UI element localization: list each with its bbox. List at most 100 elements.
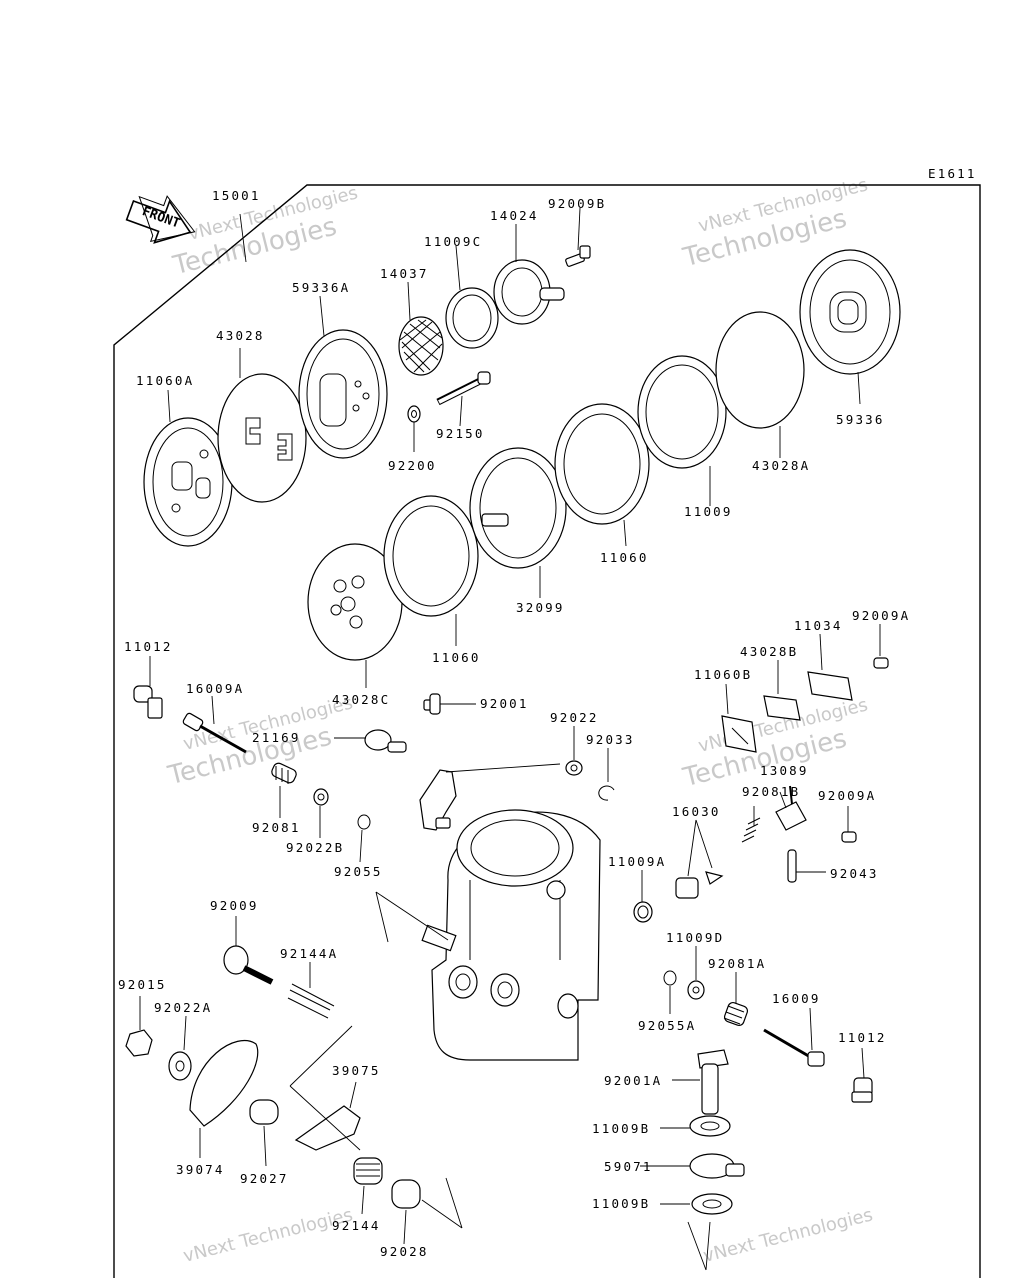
choke-lever-21169: [364, 729, 457, 831]
part-number-label: 11009: [684, 504, 733, 519]
part-number-label: 59336: [836, 412, 885, 427]
part-number-label: 43028: [216, 328, 265, 343]
part-number-label: 43028B: [740, 644, 798, 659]
part-number-label: 16030: [672, 804, 721, 819]
screw-92001: [423, 693, 441, 715]
washer-92022: [565, 760, 583, 776]
part-number-label: 43028A: [752, 458, 810, 473]
part-number-label: 92022A: [154, 1000, 212, 1015]
part-number-label: 92009A: [852, 608, 910, 623]
leader-lines: [139, 207, 881, 1271]
plate-59336a: [298, 329, 388, 459]
gasket-11009c: [445, 287, 499, 349]
chamber-32099: [469, 447, 567, 569]
part-number-label: 16009A: [186, 681, 244, 696]
gasket-43028a: [715, 311, 805, 429]
banjo-bolt-92001a: [697, 1049, 729, 1115]
ring-11009a: [633, 901, 653, 923]
diagram-code: E1611: [928, 166, 977, 181]
part-number-label: 92081A: [708, 956, 766, 971]
part-number-label: 11060: [432, 650, 481, 665]
part-number-label: 11060A: [136, 373, 194, 388]
gasket-11060b: [721, 715, 757, 753]
gasket-43028b: [763, 695, 801, 721]
part-number-label: 21169: [252, 730, 301, 745]
screw-16009a: [182, 712, 247, 754]
lever-39075: [294, 1105, 361, 1151]
part-number-label: 92022: [550, 710, 599, 725]
gasket-43028: [217, 373, 307, 503]
plate-59336: [799, 249, 901, 375]
part-number-label: 92028: [380, 1244, 429, 1259]
clip-92033: [598, 785, 615, 801]
needle-16030: [675, 871, 724, 899]
screw-92009: [223, 945, 274, 985]
part-number-label: 32099: [516, 600, 565, 615]
part-number-label: 59071: [604, 1159, 653, 1174]
part-number-label: 92081B: [742, 784, 800, 799]
part-number-label: 92150: [436, 426, 485, 441]
part-number-label: 92001: [480, 696, 529, 711]
spring-92081b: [741, 817, 761, 843]
part-number-label: 15001: [212, 188, 261, 203]
part-number-label: 92144A: [280, 946, 338, 961]
part-number-label: 92001A: [604, 1073, 662, 1088]
bolt-92150: [436, 371, 491, 406]
part-number-label: 11060: [600, 550, 649, 565]
part-number-label: 11009B: [592, 1196, 650, 1211]
part-number-label: 92200: [388, 458, 437, 473]
screen-14037: [398, 316, 444, 376]
washer-11009b-top: [689, 1115, 731, 1137]
part-number-label: 39074: [176, 1162, 225, 1177]
cam-39074: [189, 1039, 259, 1127]
ring-92055a: [663, 970, 677, 986]
part-number-label: 11009D: [666, 930, 724, 945]
part-number-label: 92009B: [548, 196, 606, 211]
part-number-label: 13089: [760, 763, 809, 778]
ring-92055: [357, 814, 371, 830]
nut-92015: [125, 1029, 153, 1057]
pin-92043: [787, 849, 797, 883]
watermark-text: vNext Technologies: [181, 1204, 355, 1266]
part-number-label: 92055: [334, 864, 383, 879]
holder-11012-left: [133, 685, 163, 719]
washer-92022b: [313, 788, 329, 806]
part-number-label: 92081: [252, 820, 301, 835]
washer-92022a: [168, 1051, 192, 1081]
watermark-text: vNext Technologies: [701, 1204, 875, 1266]
part-number-label: 59336A: [292, 280, 350, 295]
part-labels: 15001 92009B 14024 11009C 14037 59336A 43028 11…: [118, 188, 910, 1259]
lever-13089: [775, 785, 807, 831]
part-number-label: 11009C: [424, 234, 482, 249]
washer-11009d: [687, 980, 705, 1000]
cover-14024: [493, 259, 565, 325]
part-number-label: 43028C: [332, 692, 390, 707]
part-number-label: 92043: [830, 866, 879, 881]
screw-92009a-top: [873, 657, 889, 669]
part-number-label: 11009B: [592, 1121, 650, 1136]
screw-92009b: [565, 245, 591, 267]
part-number-label: 92144: [332, 1218, 381, 1233]
part-number-label: 11012: [838, 1030, 887, 1045]
spring-92144: [353, 1157, 383, 1185]
part-number-label: 92009: [210, 898, 259, 913]
screw-16009: [763, 1028, 825, 1067]
washer-92200: [407, 405, 421, 423]
part-number-label: 92027: [240, 1171, 289, 1186]
collar-92028: [391, 1179, 421, 1209]
part-number-label: 92033: [586, 732, 635, 747]
fitting-59071: [689, 1153, 745, 1179]
gasket-11009: [637, 355, 727, 469]
part-number-label: 92015: [118, 977, 167, 992]
screw-92009a-mid: [841, 831, 857, 843]
collar-92027: [249, 1099, 279, 1125]
part-number-label: 14024: [490, 208, 539, 223]
cover-11034: [807, 671, 853, 701]
spring-92144a: [287, 983, 335, 1019]
washer-11009b-bottom: [691, 1193, 733, 1215]
part-number-label: 11009A: [608, 854, 666, 869]
part-number-label: 14037: [380, 266, 429, 281]
gasket-11060-mid: [554, 403, 650, 525]
